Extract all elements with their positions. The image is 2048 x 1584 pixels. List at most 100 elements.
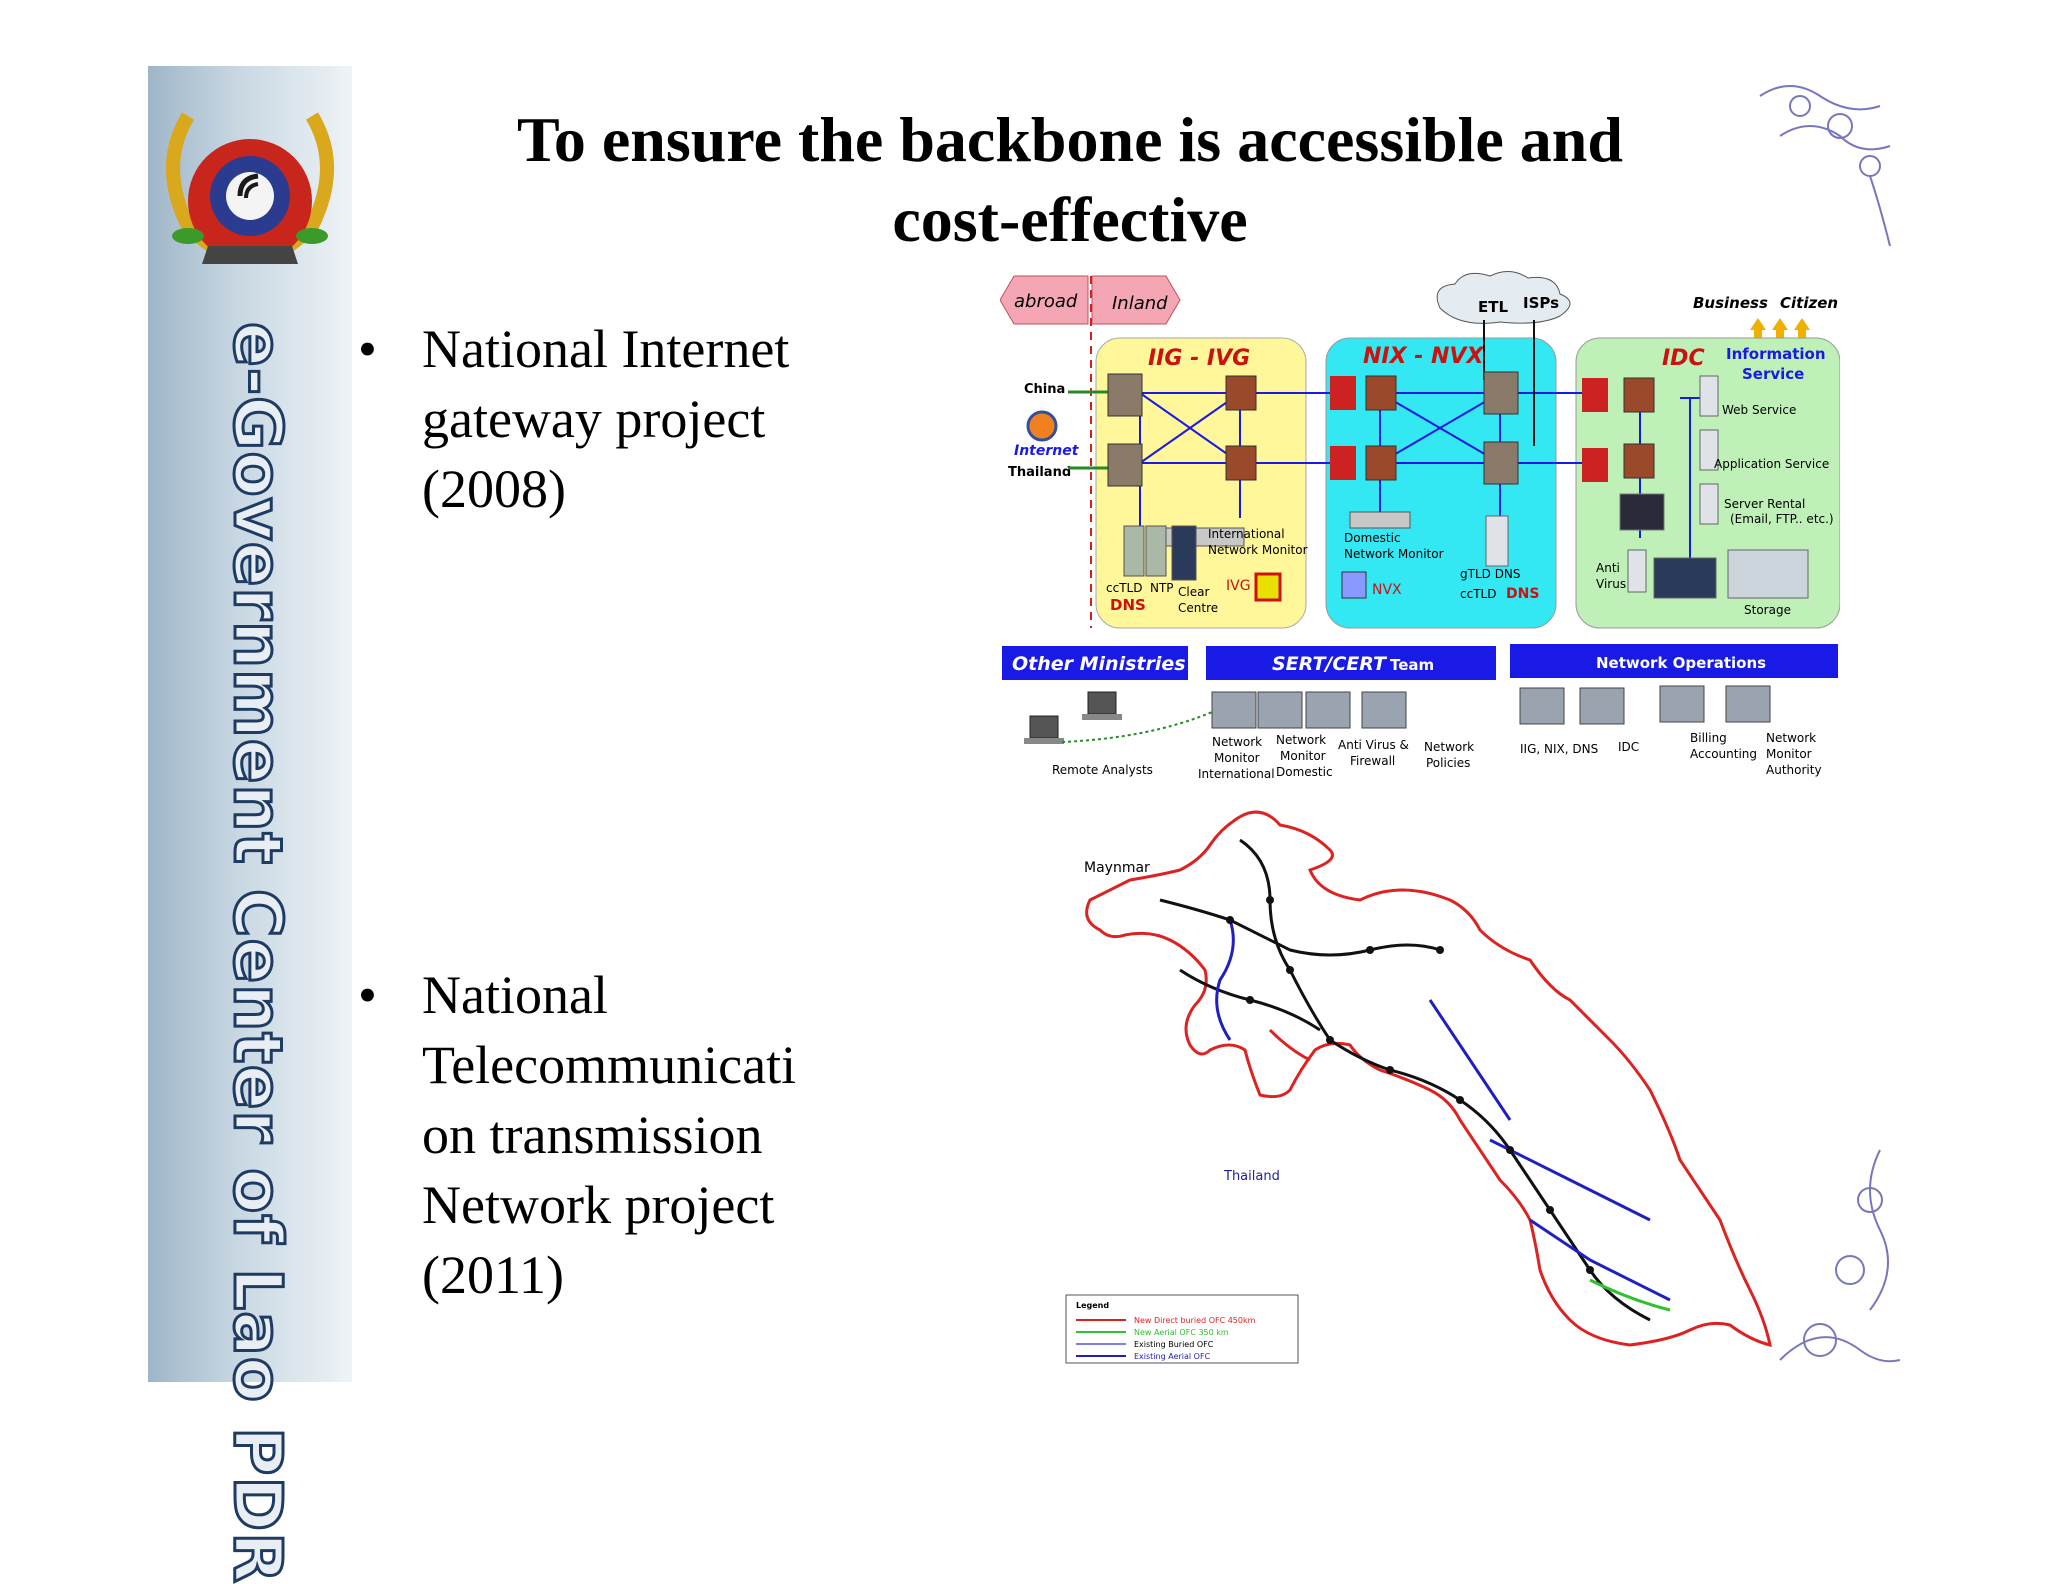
other-ministries-label: Other Ministries: [1012, 653, 1186, 675]
nm-dom-label-2: Monitor: [1280, 749, 1326, 763]
isps-label: ISPs: [1523, 294, 1559, 312]
net-pol-label-1: Network: [1424, 740, 1474, 754]
server-icon: [1699, 375, 1719, 417]
gtld-dns-label: gTLD DNS: [1460, 567, 1521, 581]
server-icon: [1699, 483, 1719, 525]
network-diagram: abroad Inland ETL ISPs Business Citizen …: [1000, 271, 1840, 781]
storage-icon: [1727, 549, 1809, 599]
idc2-label: IDC: [1618, 740, 1639, 754]
appliance-icon: [1653, 557, 1717, 599]
virus-label: Virus: [1596, 577, 1626, 591]
workstation-icons: [1024, 685, 1771, 744]
idc-title: IDC: [1662, 346, 1705, 371]
ivg-device-icon: [1254, 572, 1282, 602]
server-rental-label: Server Rental: [1724, 497, 1805, 511]
etl-label: ETL: [1478, 298, 1508, 316]
nm-intl-label-3: International: [1198, 767, 1275, 781]
cloud-shape: [1436, 271, 1571, 324]
web-service-label: Web Service: [1722, 403, 1796, 417]
network-nodes: [1226, 896, 1594, 1274]
server-icon: [1145, 525, 1167, 577]
switch-icon: [1365, 445, 1397, 481]
switch-icon: [1623, 377, 1655, 413]
av-fw-label-2: Firewall: [1350, 754, 1395, 768]
server-icon: [1485, 515, 1509, 567]
title-line-1: To ensure the backbone is accessible and: [517, 104, 1623, 175]
china-label: China: [1024, 382, 1065, 397]
inland-label: Inland: [1112, 293, 1168, 314]
slide-title: To ensure the backbone is accessible and…: [380, 100, 1760, 260]
router-icon: [1483, 371, 1519, 415]
firewall-icon: [1582, 378, 1608, 412]
iig-nix-dns-label: IIG, NIX, DNS: [1520, 742, 1598, 756]
rack-icon: [1619, 493, 1665, 531]
team-label: Team: [1390, 656, 1434, 674]
maynmar-label: Maynmar: [1084, 860, 1150, 876]
bullet-line: National: [422, 965, 608, 1025]
legend-existing-aerial: Existing Aerial OFC: [1134, 1352, 1211, 1361]
legend-new-aerial: New Aerial OFC 350 km: [1134, 1328, 1229, 1337]
dns-label: DNS: [1110, 596, 1146, 614]
thailand-label: Thailand: [1008, 465, 1071, 480]
bullet-marker: •: [358, 319, 377, 379]
billing-label-2: Accounting: [1690, 747, 1757, 761]
monitor-device-icon: [1349, 511, 1411, 529]
switch-icon: [1225, 375, 1257, 411]
bullet-line: (2011): [422, 1245, 564, 1305]
dns2-label: DNS: [1506, 586, 1539, 602]
bullet-line: Network project: [422, 1175, 775, 1235]
switch-icon: [1623, 443, 1655, 479]
firewall-icon: [1330, 446, 1356, 480]
dom-monitor-label-2: Network Monitor: [1344, 547, 1444, 561]
title-line-2: cost-effective: [892, 184, 1248, 255]
side-banner: [148, 66, 352, 1382]
abroad-label: abroad: [1014, 291, 1078, 312]
floral-decoration-icon: [1759, 85, 1891, 247]
application-service-label: Application Service: [1714, 457, 1829, 471]
nm-dom-label-1: Network: [1276, 733, 1326, 747]
nma-label-2: Monitor: [1766, 747, 1812, 761]
nm-dom-label-3: Domestic: [1276, 765, 1333, 779]
sert-cert-header: [1206, 646, 1496, 680]
cctld-label: ccTLD: [1106, 581, 1142, 595]
bullet-line: gateway project: [422, 389, 766, 449]
billing-label-1: Billing: [1690, 731, 1727, 745]
storage-label: Storage: [1744, 603, 1791, 617]
intl-monitor-label: International: [1208, 527, 1285, 541]
citizen-label: Citizen: [1780, 294, 1838, 312]
legend-title: Legend: [1076, 1301, 1109, 1310]
ntp-label: NTP: [1150, 581, 1174, 595]
server-icon: [1123, 525, 1145, 577]
switch-icon: [1225, 445, 1257, 481]
clear-label: Clear: [1178, 585, 1209, 599]
map-legend: [1065, 1294, 1299, 1364]
iig-title: IIG - IVG: [1148, 346, 1250, 371]
av-fw-label-1: Anti Virus &: [1338, 738, 1409, 752]
router-icon: [1107, 443, 1143, 487]
router-icon: [1107, 373, 1143, 417]
legend-new-buried: New Direct buried OFC 450km: [1134, 1316, 1256, 1325]
cctld-dns-label: ccTLD: [1460, 587, 1496, 601]
net-pol-label-2: Policies: [1426, 756, 1470, 770]
server-rental-detail: (Email, FTP.. etc.): [1730, 512, 1834, 526]
bullet-line: Telecommunicati: [422, 1035, 797, 1095]
info-service-label: Information: [1726, 345, 1826, 363]
intl-monitor-label-2: Network Monitor: [1208, 543, 1308, 557]
business-label: Business: [1693, 294, 1768, 312]
sert-cert-label: SERT/CERT: [1272, 653, 1388, 675]
firewall-icon: [1330, 376, 1356, 410]
nma-label-1: Network: [1766, 731, 1816, 745]
ivg-label: IVG: [1226, 578, 1251, 594]
internet-globe-icon: [1026, 410, 1058, 442]
router-icon: [1483, 441, 1519, 485]
nm-intl-label-2: Monitor: [1214, 751, 1260, 765]
nma-label-3: Authority: [1766, 763, 1822, 777]
thailand-map-label: Thailand: [1223, 1169, 1280, 1184]
dom-monitor-label: Domestic: [1344, 531, 1401, 545]
bullet-line: on transmission: [422, 1105, 763, 1165]
internet-label: Internet: [1014, 443, 1080, 459]
server-icon: [1627, 549, 1647, 593]
nvx-device-icon: [1341, 571, 1367, 599]
network-operations-header: [1510, 644, 1838, 678]
bullet-line: National Internet: [422, 319, 790, 379]
